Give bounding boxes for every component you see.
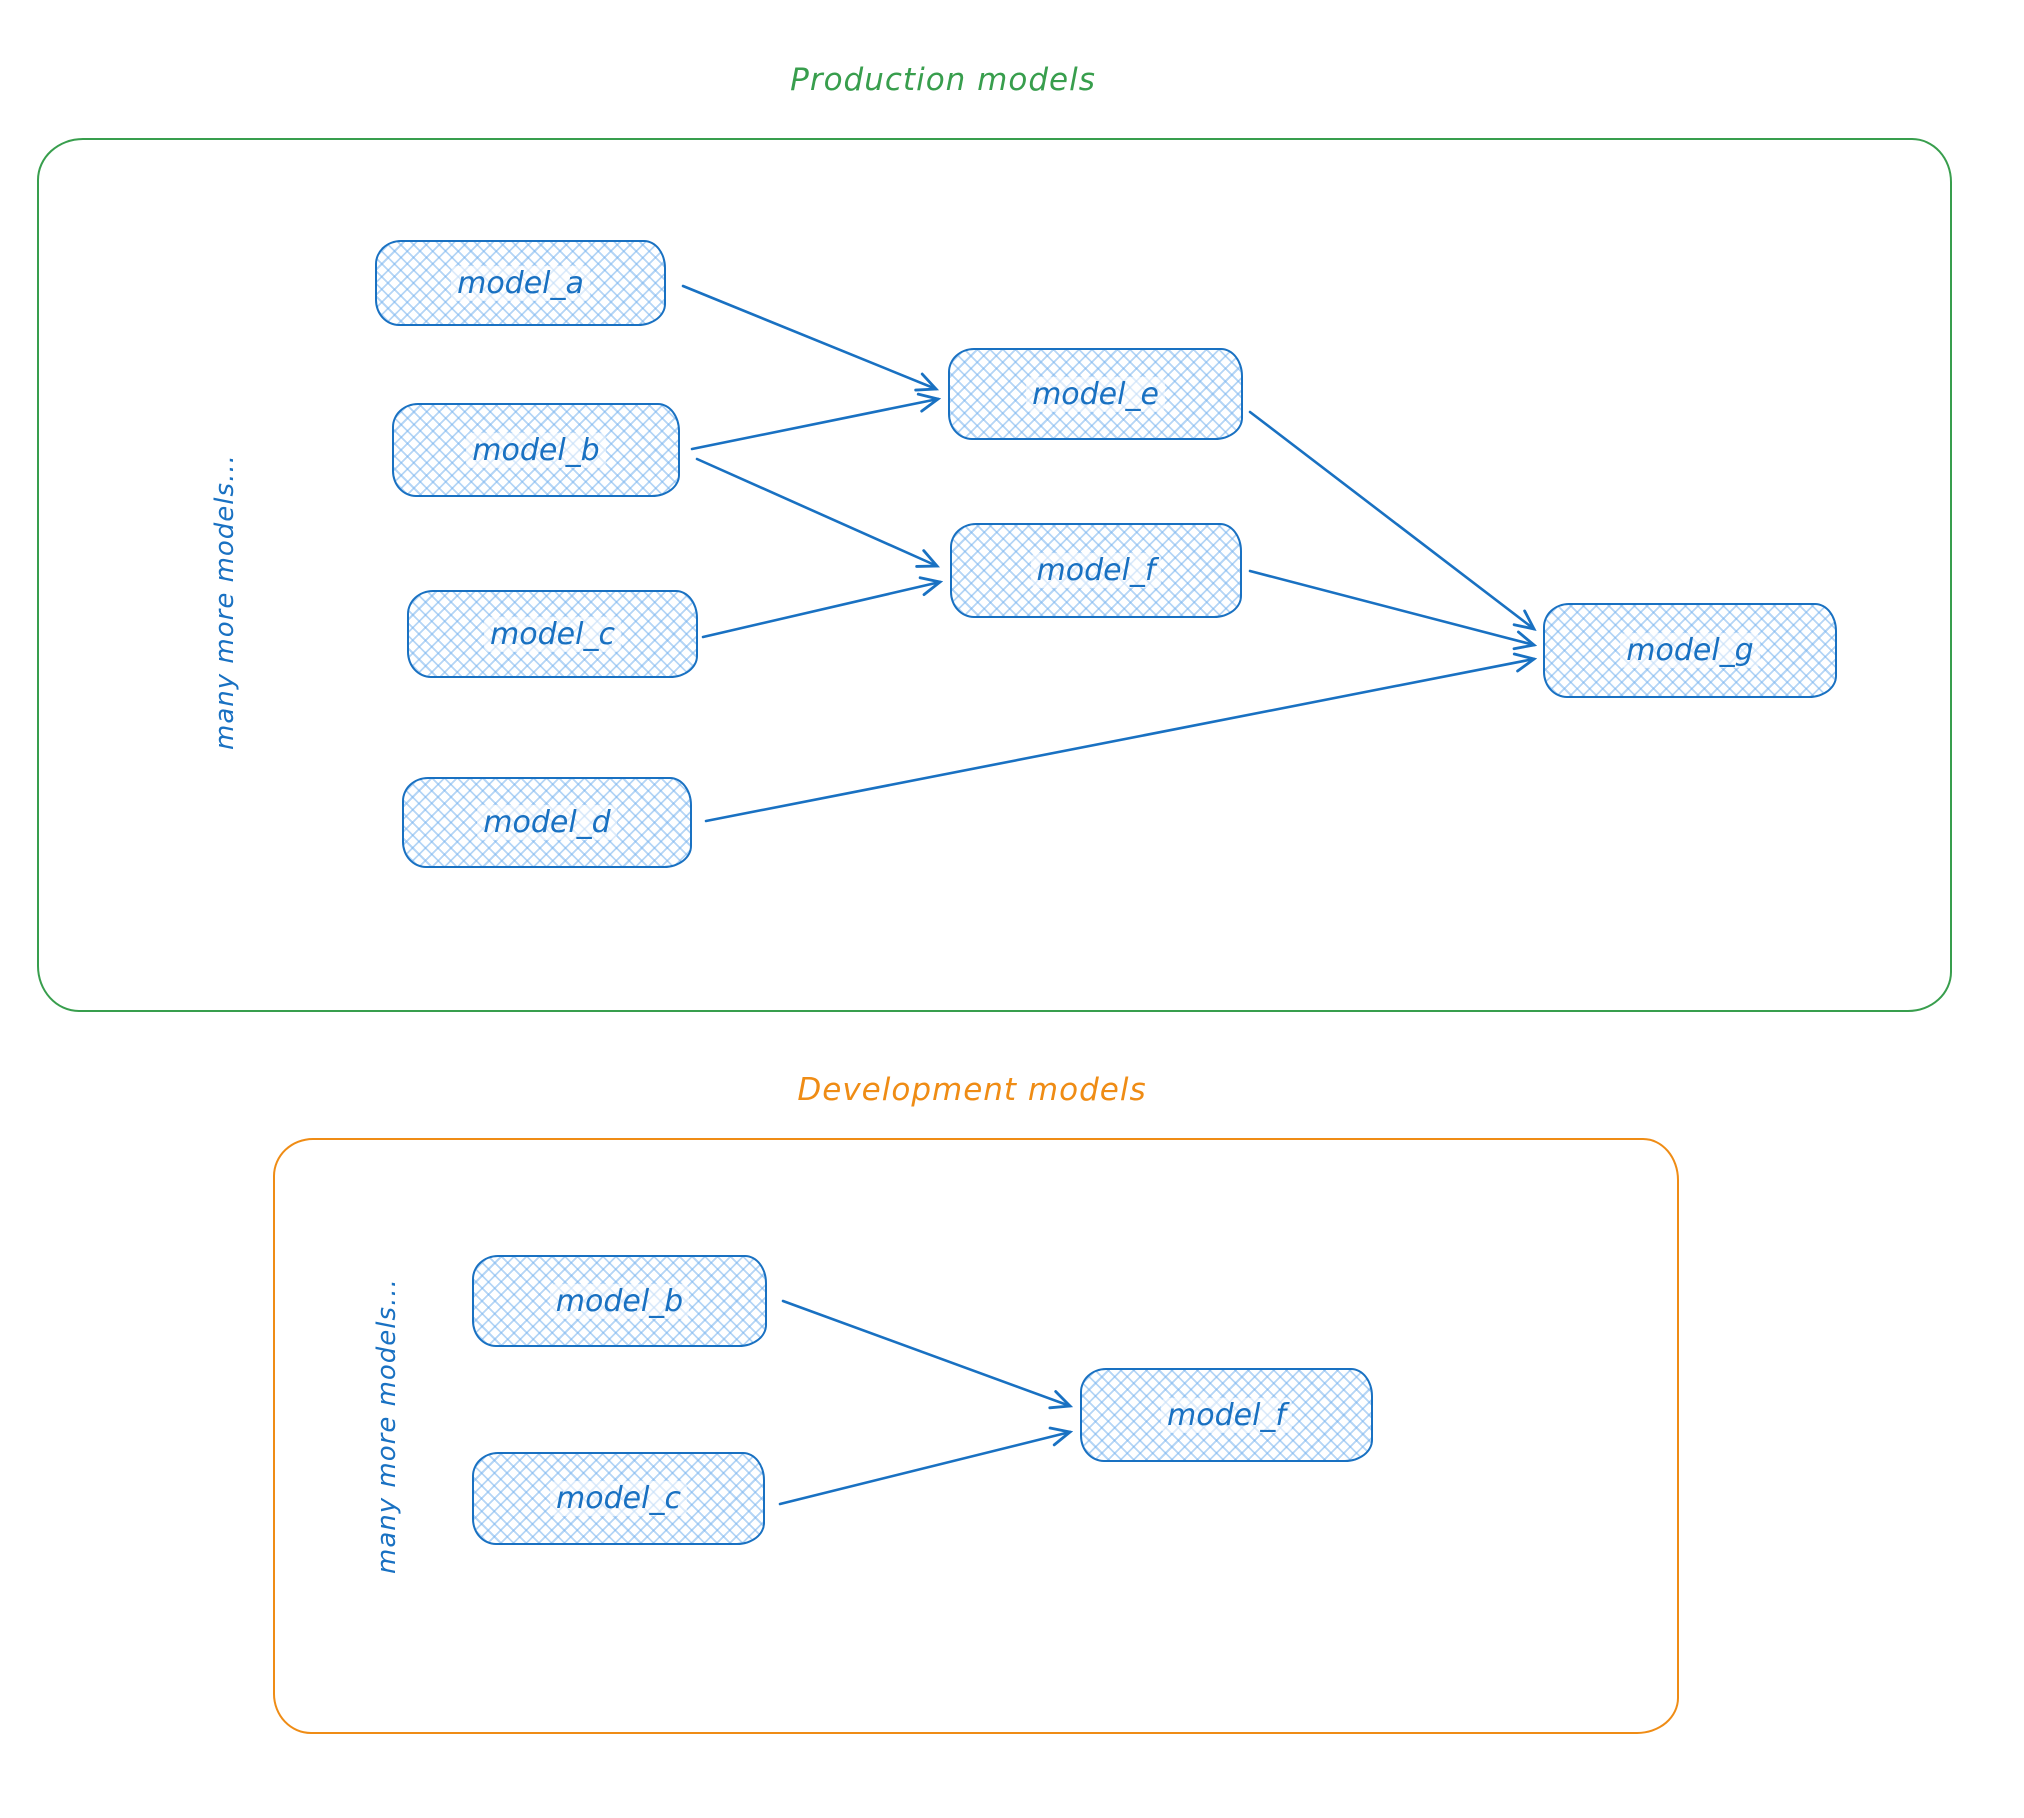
node-production-model_c: model_c [407,590,698,678]
node-label-production-model_g: model_g [1620,633,1760,668]
development-container [273,1138,1679,1734]
node-label-production-model_e: model_e [1026,376,1165,412]
node-label-development-model_f: model_f [1161,1397,1292,1433]
node-label-development-model_c: model_c [550,1481,687,1516]
node-label-development-model_b: model_b [549,1283,690,1319]
node-production-model_f: model_f [950,523,1242,618]
node-label-production-model_a: model_a [451,265,590,301]
node-label-production-model_c: model_c [484,616,621,652]
node-label-production-model_b: model_b [466,432,606,468]
node-production-model_g: model_g [1543,603,1837,698]
node-development-model_b: model_b [472,1255,767,1347]
node-label-production-model_f: model_f [1030,553,1162,588]
development-side-note: many more models... [372,1278,402,1574]
production-side-note: many more models... [210,454,240,750]
production-section-title: Production models [790,62,1096,98]
node-production-model_d: model_d [402,777,692,868]
node-label-production-model_d: model_d [477,805,617,840]
production-container [37,138,1952,1012]
node-development-model_c: model_c [472,1452,765,1545]
node-development-model_f: model_f [1080,1368,1373,1462]
node-production-model_a: model_a [375,240,666,326]
node-production-model_e: model_e [948,348,1243,440]
node-production-model_b: model_b [392,403,680,497]
development-section-title: Development models [797,1072,1147,1108]
